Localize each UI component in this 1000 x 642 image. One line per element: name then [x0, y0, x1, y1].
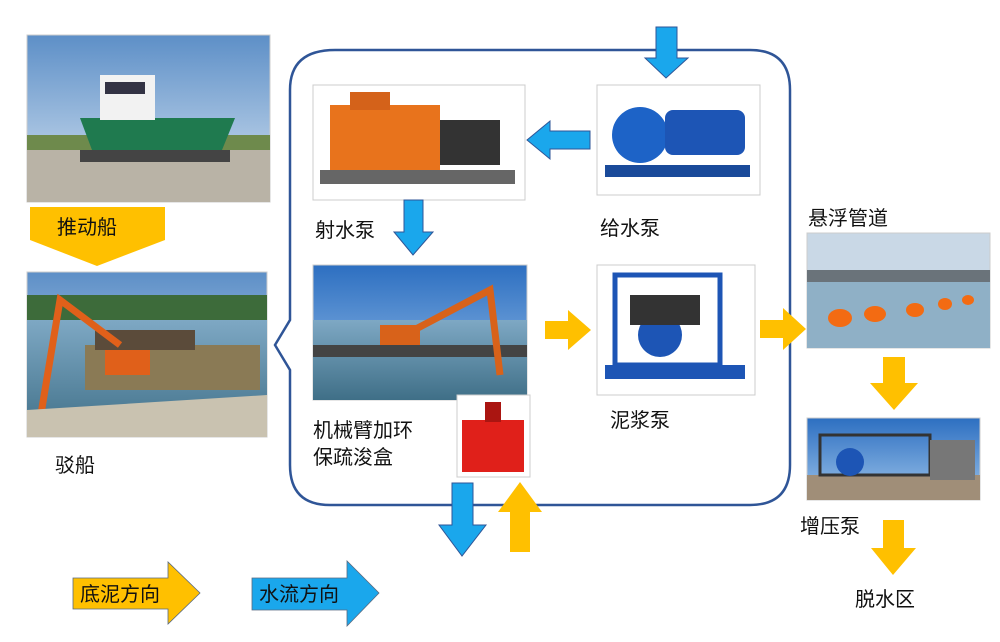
jet-pump-label: 射水泵 [315, 218, 375, 242]
water-inflow-arrow [643, 26, 690, 79]
slurry-pump-photo [596, 264, 756, 396]
pipe-to-booster-arrow [870, 357, 918, 410]
legend-water-label: 水流方向 [259, 582, 339, 606]
barge-photo [26, 271, 268, 438]
slurry-pump-label: 泥浆泵 [610, 408, 670, 432]
booster-to-dewatering-arrow [871, 520, 916, 575]
excavator-dredge-photo [312, 264, 528, 401]
tug-boat-photo [26, 34, 271, 203]
legend-sediment-label: 底泥方向 [80, 582, 160, 606]
slurry-to-pipe-arrow [760, 308, 806, 350]
jet-to-excavator-arrow [392, 199, 435, 256]
legend-sediment-direction: 底泥方向 [72, 561, 201, 625]
feed-pump-photo [596, 84, 761, 196]
legend-water-direction: 水流方向 [251, 560, 380, 627]
feed-to-jet-arrow [526, 119, 591, 161]
dredge-box-photo [456, 394, 531, 478]
excavator-label-line1: 机械臂加环 [313, 418, 413, 442]
booster-pump-label: 增压泵 [800, 514, 860, 538]
excavator-label-line2: 保疏浚盒 [313, 445, 393, 469]
water-outflow-arrow [438, 482, 488, 557]
tug-label: 推动船 [57, 215, 117, 239]
floating-pipe-photo [806, 232, 991, 349]
sediment-inflow-arrow [498, 482, 542, 552]
jet-pump-photo [312, 84, 526, 201]
dewatering-label: 脱水区 [855, 587, 915, 611]
booster-pump-photo [806, 417, 981, 501]
excavator-to-slurry-arrow [545, 310, 591, 350]
floating-pipe-label: 悬浮管道 [808, 206, 888, 230]
tug-arrow [30, 207, 165, 266]
feed-pump-label: 给水泵 [600, 216, 660, 240]
process-loop-border [273, 48, 792, 507]
barge-label: 驳船 [55, 453, 95, 477]
